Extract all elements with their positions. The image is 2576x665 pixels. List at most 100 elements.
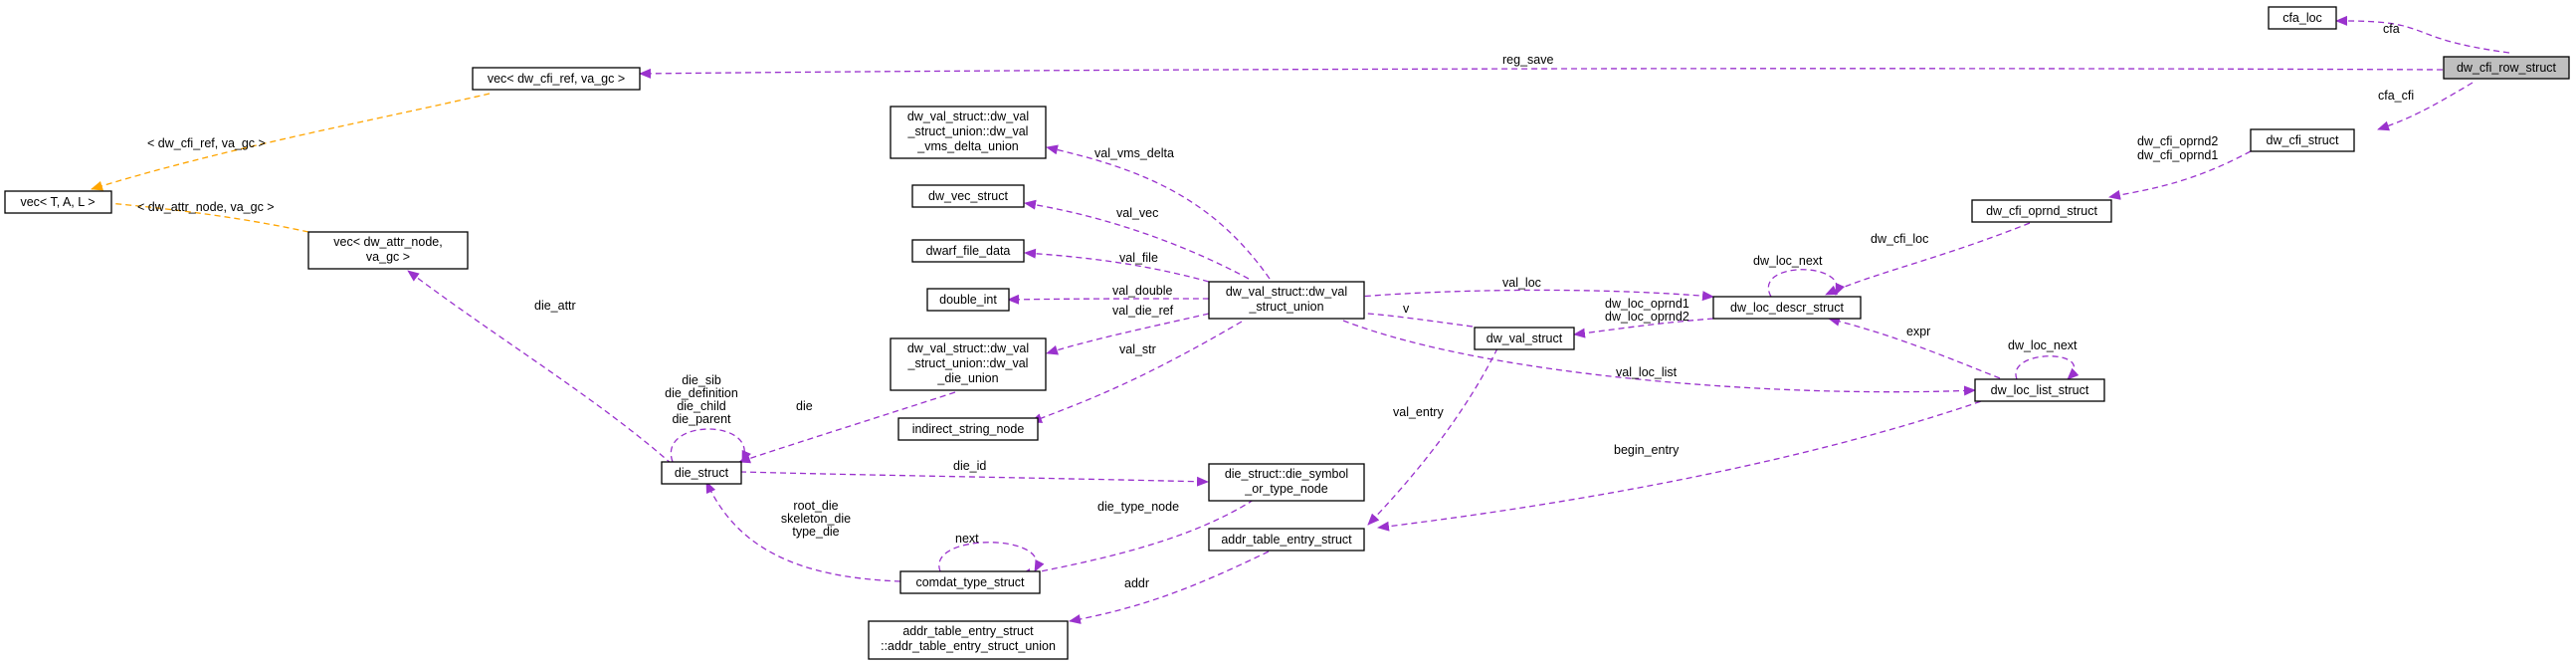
node-die-union[interactable]: dw_val_struct::dw_val_struct_union::dw_v… [890,337,1047,391]
edge-reg-save: reg_save [639,53,2444,79]
edge-die-type-node: die_type_node [1019,499,1255,578]
edge-label-val-loc: val_loc [1502,276,1541,290]
edge-label-val-loc-list: val_loc_list [1616,365,1678,379]
svg-text:addr_table_entry_struct::addr_: addr_table_entry_struct::addr_table_entr… [881,624,1056,653]
node-dw-val-struct[interactable]: dw_val_struct [1474,327,1575,350]
node-dw-cfi-struct[interactable]: dw_cfi_struct [2250,128,2355,152]
svg-text:dwarf_file_data: dwarf_file_data [926,244,1011,258]
node-indirect-string-node[interactable]: indirect_string_node [897,417,1039,441]
svg-text:vec< dw_attr_node,va_gc >: vec< dw_attr_node,va_gc > [333,235,442,264]
svg-text:dw_val_struct::dw_val_struct_u: dw_val_struct::dw_val_struct_union::dw_v… [907,341,1030,385]
svg-text:addr_table_entry_struct: addr_table_entry_struct [1221,533,1352,547]
svg-text:dw_loc_descr_struct: dw_loc_descr_struct [1730,301,1844,315]
edge-cfa-cfi: cfa_cfi [2377,82,2474,131]
svg-text:cfa_loc: cfa_loc [2282,11,2322,25]
edge-label-next: next [955,532,979,546]
node-vms-delta-union[interactable]: dw_val_struct::dw_val_struct_union::dw_v… [890,106,1047,159]
svg-text:dw_cfi_struct: dw_cfi_struct [2267,133,2339,147]
edge-label-dw-cfi-ref-template: < dw_cfi_ref, va_gc > [147,136,266,150]
node-double-int[interactable]: double_int [926,288,1010,312]
edge-vec-attr-node-template: < dw_attr_node, va_gc > [96,197,309,233]
edge-dw-loc-next-list: dw_loc_next [2008,338,2080,380]
edge-label-cfa: cfa [2383,22,2400,36]
edge-label-val-die-ref: val_die_ref [1112,304,1174,318]
edge-val-vms-delta: val_vms_delta [1046,144,1271,280]
edge-label-begin-entry: begin_entry [1614,443,1680,457]
edge-val-loc: val_loc [1334,276,1714,302]
edge-label-die-type-node: die_type_node [1097,500,1179,514]
edge-next: next [938,532,1045,572]
svg-text:dw_loc_list_struct: dw_loc_list_struct [1991,383,2089,397]
edge-val-file: val_file [1024,248,1210,283]
edge-expr: expr [1828,316,2001,379]
node-die-struct[interactable]: die_struct [661,461,742,485]
edge-label-expr: expr [1906,325,1930,338]
edge-val-loc-list: val_loc_list [1342,320,1976,396]
edge-label-dw-attr-node-template: < dw_attr_node, va_gc > [137,200,275,214]
edge-val-vec: val_vec [1024,199,1250,280]
node-vec-dw-cfi-ref[interactable]: vec< dw_cfi_ref, va_gc > [472,67,641,91]
svg-text:vec< dw_cfi_ref, va_gc >: vec< dw_cfi_ref, va_gc > [488,72,625,86]
svg-text:dw_val_struct::dw_val_struct_u: dw_val_struct::dw_val_struct_union [1226,285,1347,314]
edge-label-dw-cfi-loc: dw_cfi_loc [1871,232,1928,246]
node-addr-table-entry-struct-union[interactable]: addr_table_entry_struct::addr_table_entr… [868,620,1069,660]
edge-label-reg-save: reg_save [1502,53,1553,67]
edge-dw-loc-next-descr: dw_loc_next [1753,254,1845,298]
node-dw-vec-struct[interactable]: dw_vec_struct [911,184,1025,208]
edge-val-entry: val_entry [1367,347,1498,526]
edge-dw-cfi-loc: dw_cfi_loc [1825,222,2031,296]
node-dw-cfi-row-struct[interactable]: dw_cfi_row_struct [2443,56,2570,80]
edge-begin-entry: begin_entry [1377,397,1991,532]
node-dwarf-file-data[interactable]: dwarf_file_data [911,239,1025,263]
svg-text:die_struct: die_struct [675,466,729,480]
svg-text:die_struct::die_symbol_or_type: die_struct::die_symbol_or_type_node [1225,467,1348,496]
node-dw-loc-descr-struct[interactable]: dw_loc_descr_struct [1712,296,1862,320]
edge-val-str: val_str [1030,321,1243,423]
svg-text:dw_cfi_row_struct: dw_cfi_row_struct [2457,61,2557,75]
edge-die: die [738,391,956,464]
edge-label-val-file: val_file [1119,251,1158,265]
edge-addr: addr [1069,551,1270,624]
edge-label-val-str: val_str [1119,342,1156,356]
node-dw-loc-list-struct[interactable]: dw_loc_list_struct [1974,378,2105,402]
node-dw-cfi-oprnd-struct[interactable]: dw_cfi_oprnd_struct [1971,199,2112,223]
edge-label-val-entry: val_entry [1393,405,1444,419]
node-comdat-type-struct[interactable]: comdat_type_struct [899,570,1041,594]
edge-label-val-vec: val_vec [1116,206,1158,220]
node-dw-val-struct-union[interactable]: dw_val_struct::dw_val_struct_union [1208,281,1365,320]
edge-val-double: val_double [1007,284,1210,305]
edge-label-cfa-cfi: cfa_cfi [2378,89,2414,103]
edge-label-addr: addr [1124,576,1149,590]
svg-text:vec< T, A, L >: vec< T, A, L > [20,195,95,209]
svg-text:dw_val_struct: dw_val_struct [1486,332,1563,345]
svg-text:comdat_type_struct: comdat_type_struct [915,575,1025,589]
svg-text:indirect_string_node: indirect_string_node [912,422,1025,436]
svg-text:dw_vec_struct: dw_vec_struct [928,189,1008,203]
svg-text:dw_cfi_oprnd_struct: dw_cfi_oprnd_struct [1986,204,2097,218]
edge-val-die-ref: val_die_ref [1046,304,1210,355]
node-vec-t-a-l[interactable]: vec< T, A, L > [4,190,112,214]
node-die-symbol-or-type-node[interactable]: die_struct::die_symbol_or_type_node [1208,463,1365,502]
edge-cfa: cfa [2335,15,2510,54]
node-vec-dw-attr-node[interactable]: vec< dw_attr_node,va_gc > [307,231,469,270]
svg-text:dw_val_struct::dw_val_struct_u: dw_val_struct::dw_val_struct_union::dw_v… [907,110,1030,153]
edge-label-dw-loc-next-descr: dw_loc_next [1753,254,1823,268]
edge-label-dw-loc-next-list: dw_loc_next [2008,338,2078,352]
edge-die-id: die_id [739,459,1209,487]
edge-label-die-id: die_id [953,459,986,473]
edge-vec-cfi-ref-template: < dw_cfi_ref, va_gc > [91,93,491,191]
edge-label-die-attr: die_attr [534,299,576,313]
edge-label-val-vms-delta: val_vms_delta [1094,146,1174,160]
edge-label-val-double: val_double [1112,284,1173,298]
node-addr-table-entry-struct[interactable]: addr_table_entry_struct [1208,528,1365,552]
node-cfa-loc[interactable]: cfa_loc [2268,6,2337,30]
